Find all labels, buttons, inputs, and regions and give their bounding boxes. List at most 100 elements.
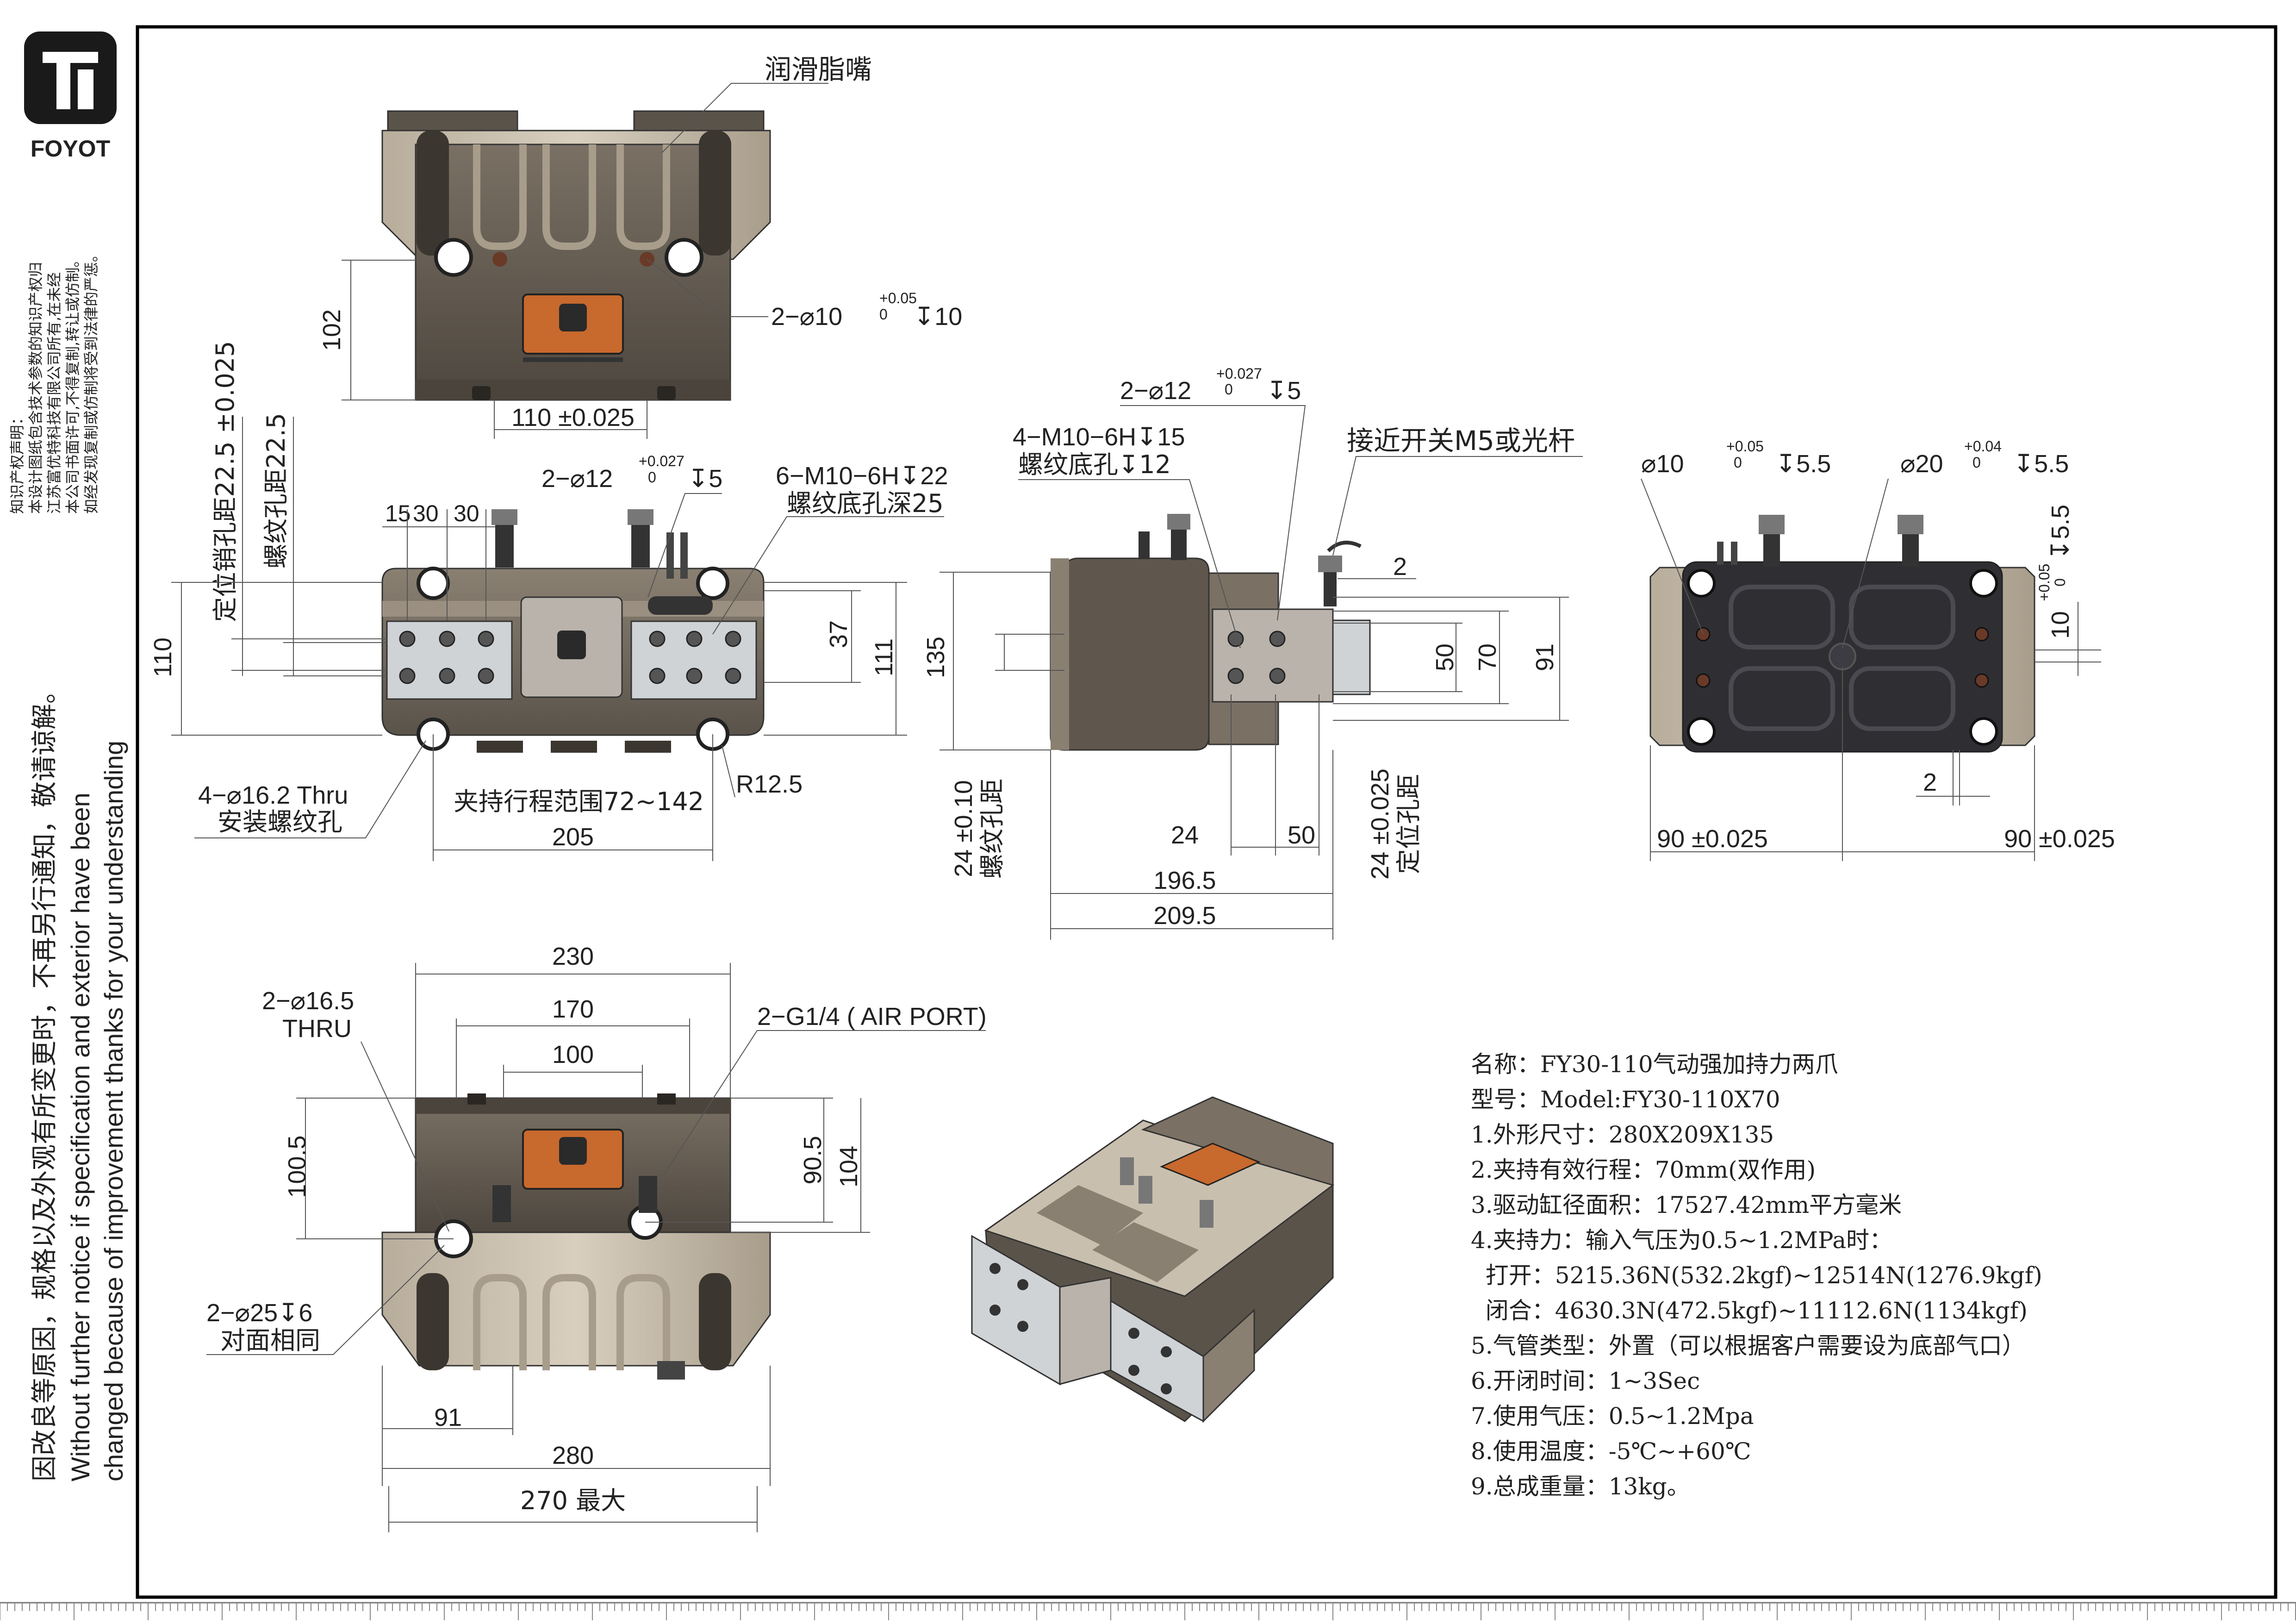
- bottom-corner-hole: [1969, 717, 1998, 746]
- front-pitch-15: 15: [385, 500, 411, 526]
- iso-bolt: [1161, 1383, 1172, 1394]
- side-pin-tol2: 0: [1225, 381, 1233, 398]
- iso-bolt: [1161, 1346, 1172, 1357]
- front-mount-holes: 4−⌀16.2 Thru: [198, 781, 348, 809]
- iso-bolt: [1017, 1279, 1028, 1290]
- top-hole-depth: ↧10: [914, 303, 962, 331]
- iso-bolt: [1017, 1321, 1028, 1332]
- front-bolt-hole: [686, 631, 703, 647]
- side-pin-pitch: 24 ±0.025: [1366, 768, 1394, 880]
- isometric-render: [971, 1096, 1335, 1423]
- spec-line-5: 4.夹持力：输入气压为0.5~1.2MPa时：: [1471, 1227, 1892, 1254]
- spec-line-10: 7.使用气压：0.5~1.2Mpa: [1471, 1403, 1754, 1430]
- bottom-hole20-depth: ↧5.5: [2013, 450, 2069, 478]
- side-dim-91: 91: [1531, 643, 1559, 671]
- bottom-pin-hole: [1974, 627, 1989, 642]
- front-bolt-hole: [725, 668, 741, 684]
- change-notice: 因改良等原因，规格以及外观有所变更时，不再另行通知，敬请谅解。 Without …: [30, 678, 128, 1481]
- rear-dim-280: 280: [552, 1442, 594, 1469]
- top-hole-tol: +0.05: [879, 290, 917, 306]
- side-dim-50: 50: [1288, 821, 1315, 849]
- bottom-corner-hole: [1687, 717, 1716, 746]
- bottom-scale: [0, 1602, 2296, 1620]
- side-sensor: 接近开关M5或光杆: [1347, 425, 1575, 456]
- spec-line-9: 6.开闭时间：1~3Sec: [1471, 1368, 1700, 1394]
- foyot-logo: FOYOT: [24, 31, 117, 162]
- spec-block: 名称：FY30-110气动强加持力两爪 型号：Model:FY30-110X70…: [1471, 1051, 2042, 1500]
- top-view: 润滑脂嘴 102 110 ±0.025 2−⌀10 +0.05 0 ↧10: [318, 54, 962, 439]
- iso-bolt: [1128, 1365, 1139, 1376]
- spec-line-4: 3.驱动缸径面积：17527.42mm平方毫米: [1471, 1192, 1902, 1218]
- top-grease-label: 润滑脂嘴: [765, 54, 872, 85]
- logo-wordmark: FOYOT: [31, 136, 110, 162]
- bottom-pin-hole: [1974, 673, 1989, 688]
- front-thread-note: 6−M10−6H↧22: [776, 462, 948, 490]
- side-bolt-hole: [1269, 668, 1286, 684]
- bottom-hole10-tol2: 0: [1734, 454, 1742, 471]
- bottom-corner-hole: [1687, 569, 1716, 598]
- bottom-hole20-tol2: 0: [1972, 454, 1981, 471]
- front-bolt-hole: [686, 668, 703, 684]
- iso-bolt: [1128, 1328, 1139, 1339]
- side-pin-pitch-cn: 定位孔距: [1394, 774, 1423, 874]
- top-dim-height: 102: [318, 309, 346, 351]
- spec-line-8: 5.气管类型：外置（可以根据客户需要设为底部气口）: [1471, 1332, 2025, 1359]
- front-dim-111: 111: [870, 638, 898, 676]
- rear-cbore: 2−⌀25↧6: [206, 1299, 312, 1327]
- side-dim-2095: 209.5: [1153, 902, 1216, 930]
- front-pin-tol: +0.027: [639, 453, 684, 469]
- iso-bolt: [989, 1263, 1001, 1274]
- side-view: 4−M10−6H↧15 螺纹底孔↧12 2−⌀12 +0.027 0 ↧5 接近…: [922, 365, 1583, 940]
- front-bolt-hole: [399, 668, 416, 684]
- ip-notice-line-4: 如经发现复制或仿制将受到法律的严惩。: [82, 247, 100, 514]
- side-dim-2: 2: [1393, 553, 1407, 581]
- change-notice-en-1: Without further notice if specification …: [66, 793, 95, 1481]
- front-pin-tol2: 0: [648, 469, 656, 486]
- rear-dim-91: 91: [434, 1404, 462, 1431]
- bottom-hole10-tol: +0.05: [1726, 438, 1764, 455]
- side-dim-70: 70: [1474, 643, 1501, 671]
- rear-view: 230 170 100 2−⌀16.5 THRU 2−G1/4 ( AIR PO…: [206, 943, 987, 1532]
- front-thread-dist: 螺纹孔距22.5: [261, 413, 291, 568]
- spec-line-6: 打开：5215.36N(532.2kgf)~12514N(1276.9kgf): [1471, 1262, 2042, 1289]
- bottom-depth-55: ↧5.5: [2047, 505, 2074, 560]
- front-pitch-30a: 30: [413, 500, 439, 526]
- front-thread-depth: 螺纹底孔深25: [787, 489, 944, 518]
- front-bolt-hole: [478, 631, 494, 647]
- front-bolt-hole: [725, 631, 741, 647]
- front-stroke-range: 夹持行程范围72~142: [454, 787, 704, 816]
- change-notice-en-2: changed because of improvement thanks fo…: [99, 741, 128, 1481]
- side-bolt-hole: [1269, 631, 1286, 647]
- front-bolt-hole: [439, 668, 455, 684]
- rear-dim-270: 270 最大: [520, 1486, 626, 1515]
- front-dim-37: 37: [825, 620, 852, 648]
- spec-line-7: 闭合：4630.3N(472.5kgf)~11112.6N(1134kgf): [1471, 1297, 2028, 1324]
- side-pin-hole: 2−⌀12: [1120, 377, 1191, 405]
- spec-line-0: 名称：FY30-110气动强加持力两爪: [1471, 1051, 1838, 1078]
- bottom-hole20: ⌀20: [1900, 450, 1943, 478]
- rear-dim-100: 100: [552, 1041, 594, 1068]
- side-thread-pitch-cn: 螺纹孔距: [977, 779, 1007, 879]
- side-pin-tol: +0.027: [1216, 365, 1262, 382]
- top-hole-tol2: 0: [879, 306, 888, 323]
- front-bolt-hole: [478, 668, 494, 684]
- bottom-corner-hole: [1969, 569, 1998, 598]
- ip-notice-line-1: 本设计图纸包含技术参数的知识产权归: [27, 262, 44, 514]
- side-bolt-hole: [1227, 668, 1244, 684]
- ip-notice-title: 知识产权声明：: [8, 410, 26, 514]
- rear-dim-1005: 100.5: [283, 1135, 311, 1198]
- bottom-pin-hole: [1696, 673, 1711, 688]
- side-pin-depth: ↧5: [1266, 377, 1301, 405]
- rear-dim-230: 230: [552, 943, 594, 970]
- bottom-dim-2: 2: [1923, 768, 1937, 796]
- spec-line-12: 9.总成重量：13kg。: [1471, 1473, 1690, 1500]
- bottom-view: ⌀10 +0.05 0 ↧5.5 ⌀20 +0.04 0 ↧5.5 ↧5.5 +…: [1641, 438, 2115, 861]
- top-dim-width: 110 ±0.025: [511, 404, 635, 431]
- front-bolt-hole: [439, 631, 455, 647]
- bottom-hole10-depth: ↧5.5: [1775, 450, 1831, 478]
- front-bolt-hole: [399, 631, 416, 647]
- rear-air-port: 2−G1/4 ( AIR PORT): [757, 1003, 987, 1031]
- spec-line-2: 1.外形尺寸：280X209X135: [1471, 1121, 1774, 1148]
- rear-cbore-cn: 对面相同: [220, 1326, 320, 1355]
